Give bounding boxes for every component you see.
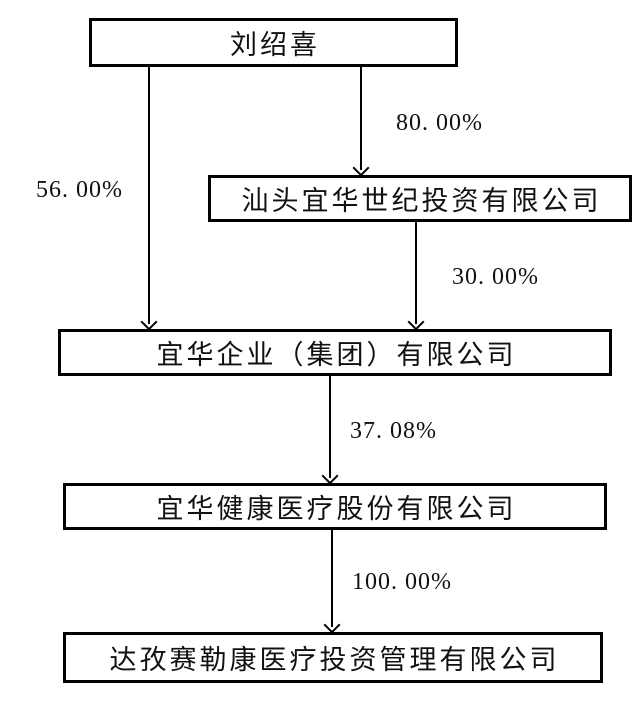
node-dazi-sailekang-label: 达孜赛勒康医疗投资管理有限公司 (109, 645, 560, 675)
arrow-health-to-dazi (323, 530, 341, 634)
edge-label-liu-to-shantou: 80. 00% (396, 110, 483, 136)
arrow-shantou-to-group (407, 222, 425, 331)
node-liu-shaoxi: 刘绍喜 (89, 18, 458, 67)
arrow-line (331, 530, 333, 627)
node-liu-shaoxi-label: 刘绍喜 (230, 30, 320, 60)
arrow-down-icon (323, 616, 341, 634)
edge-label-liu-to-group: 56. 00% (36, 177, 123, 203)
arrow-group-to-health (321, 376, 339, 485)
edge-label-shantou-to-group: 30. 00% (452, 264, 539, 290)
edge-label-health-to-dazi: 100. 00% (352, 569, 452, 595)
node-shantou-century-label: 汕头宜华世纪投资有限公司 (241, 186, 602, 216)
arrow-line (329, 376, 331, 478)
arrow-down-icon (407, 313, 425, 331)
edge-label-group-to-health: 37. 08% (350, 418, 437, 444)
node-yihua-health: 宜华健康医疗股份有限公司 (63, 483, 607, 530)
arrow-line (148, 67, 150, 324)
arrow-liu-to-group (140, 67, 158, 331)
node-yihua-group: 宜华企业（集团）有限公司 (58, 329, 612, 376)
arrow-line (360, 67, 362, 170)
node-dazi-sailekang: 达孜赛勒康医疗投资管理有限公司 (63, 632, 603, 683)
node-yihua-group-label: 宜华企业（集团）有限公司 (156, 340, 517, 370)
node-yihua-health-label: 宜华健康医疗股份有限公司 (156, 494, 517, 524)
arrow-down-icon (352, 159, 370, 177)
arrow-line (415, 222, 417, 324)
arrow-liu-to-shantou (352, 67, 370, 177)
arrow-down-icon (140, 313, 158, 331)
arrow-down-icon (321, 467, 339, 485)
node-shantou-century: 汕头宜华世纪投资有限公司 (208, 175, 632, 222)
